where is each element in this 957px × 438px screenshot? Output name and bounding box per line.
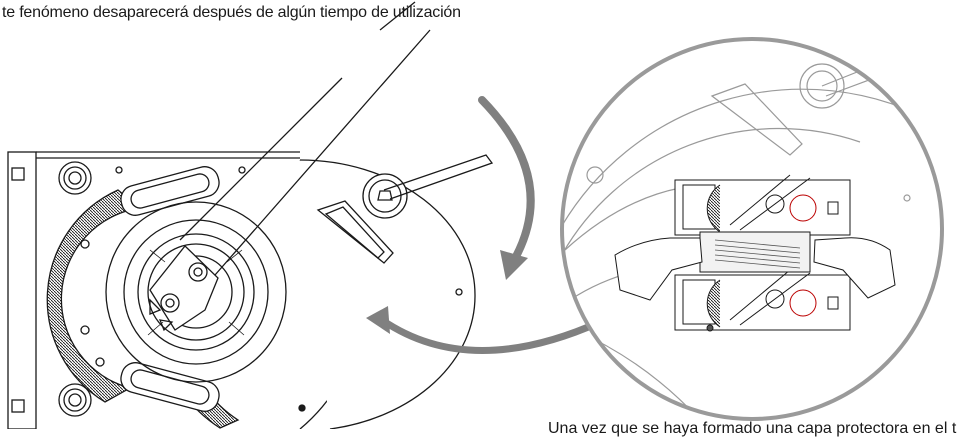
handle-tab xyxy=(316,200,394,264)
appliance-drawing xyxy=(7,1,494,429)
instruction-photo xyxy=(614,174,896,332)
rotation-arrow-return xyxy=(366,306,604,354)
screw-icon xyxy=(58,161,92,195)
instruction-text-top: te fenómeno desaparecerá después de algú… xyxy=(2,4,461,21)
rotation-arrow-clockwise xyxy=(478,96,535,280)
wrench-tool xyxy=(149,29,431,332)
instruction-text-bottom: Una vez que se haya formado una capa pro… xyxy=(548,420,957,437)
installation-illustration xyxy=(7,1,944,429)
screw-icon xyxy=(58,383,92,417)
adjustment-knob xyxy=(362,154,494,219)
detail-zoom-circle xyxy=(560,37,944,421)
